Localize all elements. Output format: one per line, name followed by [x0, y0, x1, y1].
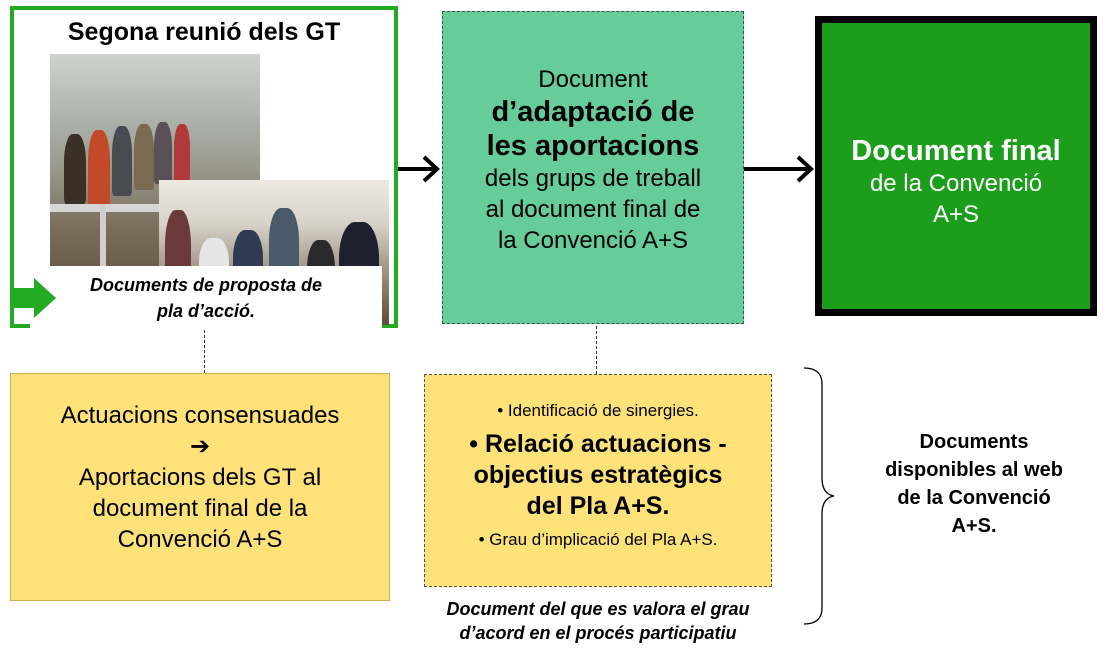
- final-document-box: Document final de la Convenció A+S: [815, 16, 1097, 316]
- final-line-3: A+S: [932, 201, 980, 228]
- consensus-box: Actuacions consensuades ➔ Aportacions de…: [10, 373, 390, 601]
- docs-web-line-1: Documents: [919, 431, 1029, 453]
- adaptation-line-2: d’adaptació de: [491, 96, 695, 128]
- adaptation-line-6: la Convenció A+S: [497, 227, 689, 254]
- docs-web-line-2: disponibles al web: [885, 459, 1063, 481]
- caption-line-2: pla d’acció.: [156, 301, 256, 321]
- synergy-bullet-3: • Grau d’implicació del Pla A+S.: [478, 530, 718, 549]
- documents-web-note: Documents disponibles al web de la Conve…: [846, 428, 1102, 540]
- meeting-caption: Documents de proposta de pla d’acció.: [30, 266, 382, 328]
- adaptation-document-box: Document d’adaptació de les aportacions …: [442, 11, 744, 324]
- caption-line-1: Documents de proposta de: [89, 275, 323, 295]
- dashed-connector: [596, 326, 597, 374]
- consensus-line-4: Convenció A+S: [117, 526, 283, 553]
- synergy-bullet-2-line-3: del Pla A+S.: [526, 492, 670, 520]
- meeting-photo-hallway: [50, 54, 260, 304]
- docs-web-line-3: de la Convenció: [897, 487, 1051, 509]
- docs-web-line-4: A+S.: [951, 515, 997, 537]
- arrow-right-icon: [398, 155, 440, 183]
- consensus-arrow-icon: ➔: [189, 433, 211, 460]
- consensus-line-1: Actuacions consensuades: [60, 402, 340, 429]
- green-arrow-icon: [10, 278, 56, 318]
- consensus-line-2: Aportacions dels GT al: [78, 464, 322, 491]
- curly-bracket-icon: [803, 367, 835, 625]
- arrow-right-icon: [744, 155, 814, 183]
- valued-line-2: d’acord en el procés participatiu: [459, 623, 737, 643]
- final-line-1: Document final: [851, 135, 1061, 167]
- synergy-bullet-2-line-1: • Relació actuacions -: [469, 430, 727, 458]
- meeting-title: Segona reunió dels GT: [67, 18, 341, 46]
- consensus-line-3: document final de la: [92, 495, 308, 522]
- adaptation-line-4: dels grups de treball: [484, 165, 702, 192]
- synergy-box: • Identificació de sinergies. • Relació …: [424, 374, 772, 587]
- final-line-2: de la Convenció: [869, 170, 1043, 197]
- dashed-connector: [204, 330, 205, 373]
- synergy-bullet-2-line-2: objectius estratègics: [473, 461, 723, 489]
- adaptation-line-5: al document final de: [485, 196, 701, 223]
- meeting-box: Segona reunió dels GT Documents de propo…: [10, 6, 398, 328]
- valued-document-caption: Document del que es valora el grau d’aco…: [398, 597, 798, 645]
- adaptation-line-3: les aportacions: [486, 130, 700, 162]
- adaptation-line-1: Document: [538, 66, 648, 93]
- valued-line-1: Document del que es valora el grau: [446, 599, 750, 619]
- synergy-bullet-1: • Identificació de sinergies.: [497, 401, 699, 420]
